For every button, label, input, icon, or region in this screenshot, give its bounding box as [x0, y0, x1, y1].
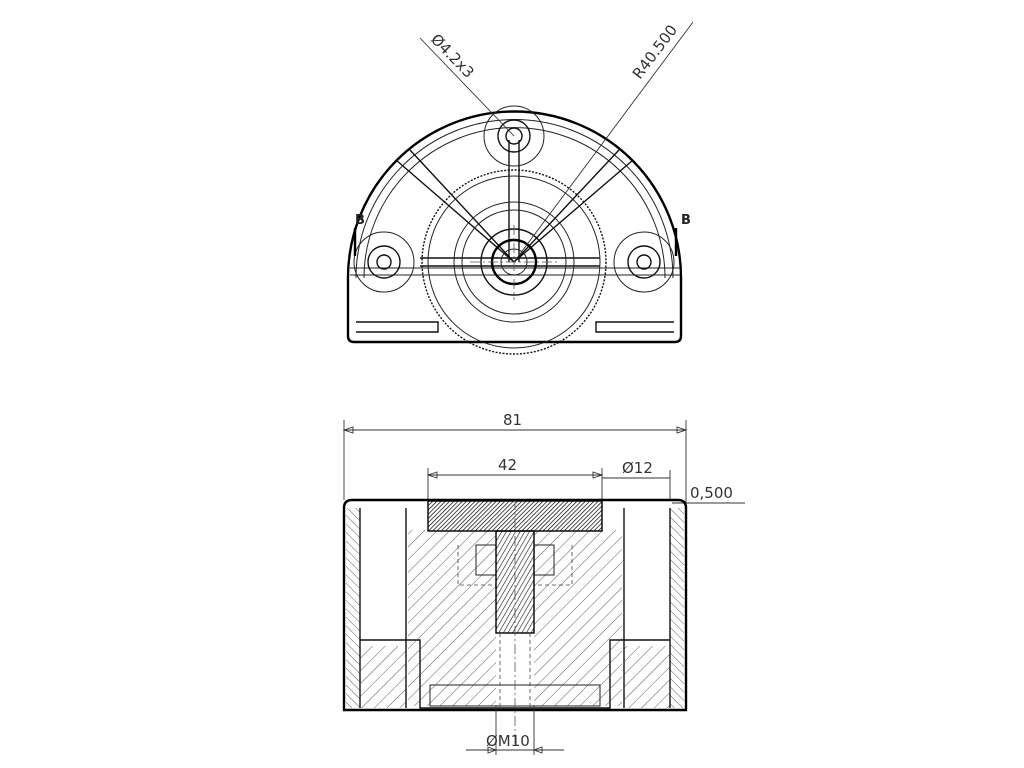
hole-dimension: Ø4.2x3 — [427, 30, 478, 81]
gear-hub-ring-2 — [461, 209, 567, 315]
overall-dimension: 81 — [503, 411, 522, 429]
inner-hidden-right — [534, 545, 573, 586]
gear-hub-ring — [453, 201, 575, 323]
housing-outline — [346, 110, 683, 344]
section-label-left: B — [355, 213, 365, 228]
knob-hatch-right — [534, 530, 622, 706]
knob-hatch-left — [408, 530, 496, 706]
section-view: 81 42 Ø12 0,500 — [342, 411, 745, 755]
left-wall-hatch — [346, 508, 360, 708]
diameter-dimension: Ø12 — [622, 459, 653, 477]
left-slot — [356, 321, 439, 333]
gear-outer — [421, 169, 607, 355]
thread-dimension: ØM10 — [486, 732, 530, 750]
inner-dimension: 42 — [498, 456, 517, 474]
section-label-right: B — [681, 213, 691, 228]
ribs — [395, 140, 634, 267]
body-outline — [342, 498, 688, 712]
screw-boss-left — [353, 231, 415, 293]
screw-boss-right — [613, 231, 675, 293]
gear-inner — [427, 175, 601, 349]
screw-boss-top — [483, 105, 545, 167]
right-slot — [595, 321, 674, 333]
top-view: B B Ø4.2x3 R40.500 — [346, 21, 694, 355]
right-wall-hatch — [670, 508, 684, 708]
hole-leader — [419, 37, 515, 137]
left-lower-hatch — [360, 646, 406, 708]
offset-dimension: 0,500 — [690, 484, 733, 502]
housing-inner-rim — [355, 119, 674, 279]
radius-leader — [513, 21, 694, 263]
right-lower-hatch — [624, 646, 670, 708]
inner-hidden-left — [457, 545, 496, 586]
